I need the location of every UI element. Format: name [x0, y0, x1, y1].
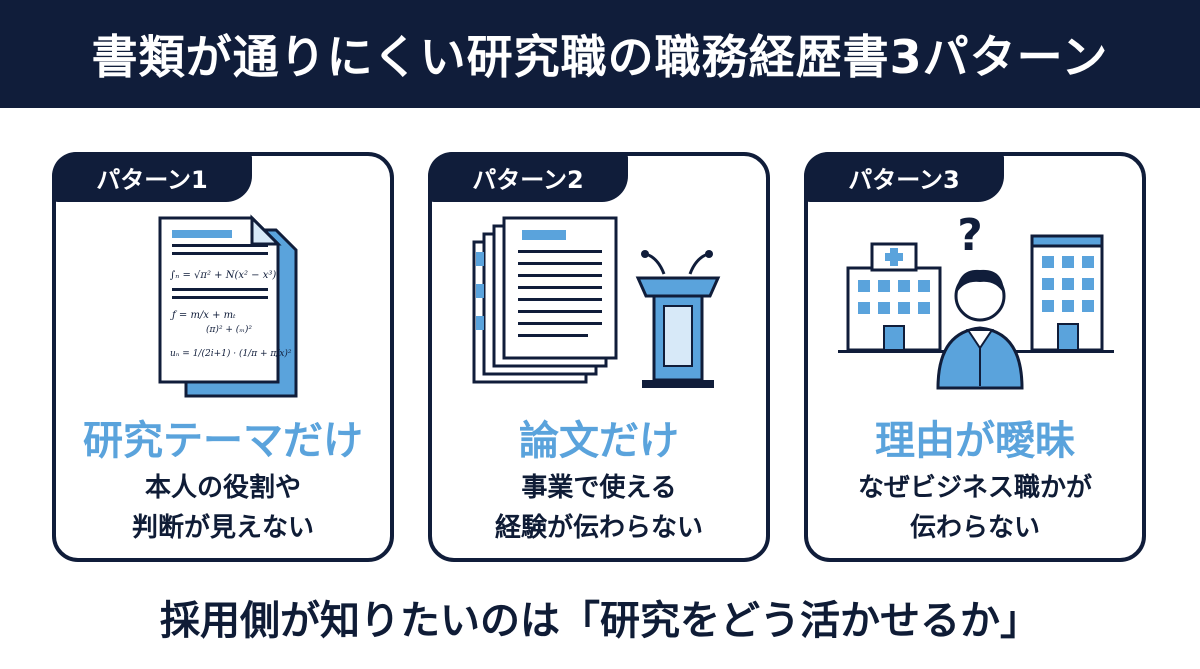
formula-line-1: ∫ₙ = √π² + N(x² − x³) — [170, 270, 276, 281]
pattern-desc-1: 本人の役割や 判断が見えない — [56, 468, 390, 548]
pattern-card-2: パターン2 論文だけ 事業で使える 経験が伝わらない — [428, 152, 770, 562]
pattern-badge-3: パターン3 — [804, 152, 1004, 202]
formula-line-3: uₙ = 1/(2i+1) · (1/π + π/x)² — [170, 348, 292, 359]
pattern-desc-2-line-2: 経験が伝わらない — [494, 513, 703, 543]
pattern-desc-2-line-1: 事業で使える — [521, 473, 677, 503]
pattern-badge-2: パターン2 — [428, 152, 628, 202]
pattern-badge-1: パターン1 — [52, 152, 252, 202]
pattern-heading-3: 理由が曖昧 — [875, 418, 1075, 464]
pattern-desc-3-line-1: なぜビジネス職かが — [857, 473, 1092, 503]
header-bar: 書類が通りにくい研究職の職務経歴書3パターン — [0, 0, 1200, 108]
page-title: 書類が通りにくい研究職の職務経歴書3パターン — [91, 30, 1109, 84]
pattern-desc-3: なぜビジネス職かが 伝わらない — [808, 468, 1142, 548]
papers-and-podium-icon — [472, 216, 721, 388]
pattern-heading-2: 論文だけ — [519, 418, 679, 464]
person-between-buildings-icon: ? — [838, 210, 1114, 390]
question-mark-icon: ? — [957, 210, 983, 261]
pattern-desc-3-line-2: 伝わらない — [909, 513, 1040, 543]
pattern-desc-1-line-2: 判断が見えない — [131, 513, 314, 543]
formula-line-2b: (π)² + (ₘ)² — [206, 324, 252, 335]
footer-message: 採用側が知りたいのは「研究をどう活かせるか」 — [160, 598, 1040, 644]
pattern-desc-2: 事業で使える 経験が伝わらない — [432, 468, 766, 548]
pattern-desc-1-line-1: 本人の役割や — [144, 473, 301, 503]
formula-document-icon: ∫ₙ = √π² + N(x² − x³) ƒ = m/x + mₜ (π)² … — [158, 214, 298, 398]
pattern-card-3: パターン3 ? — [804, 152, 1146, 562]
formula-line-2: ƒ = m/x + mₜ — [170, 310, 236, 321]
pattern-card-1: パターン1 ∫ₙ = √π² + N(x² − x³) ƒ = m/x + mₜ… — [52, 152, 394, 562]
pattern-heading-1: 研究テーマだけ — [83, 418, 363, 464]
